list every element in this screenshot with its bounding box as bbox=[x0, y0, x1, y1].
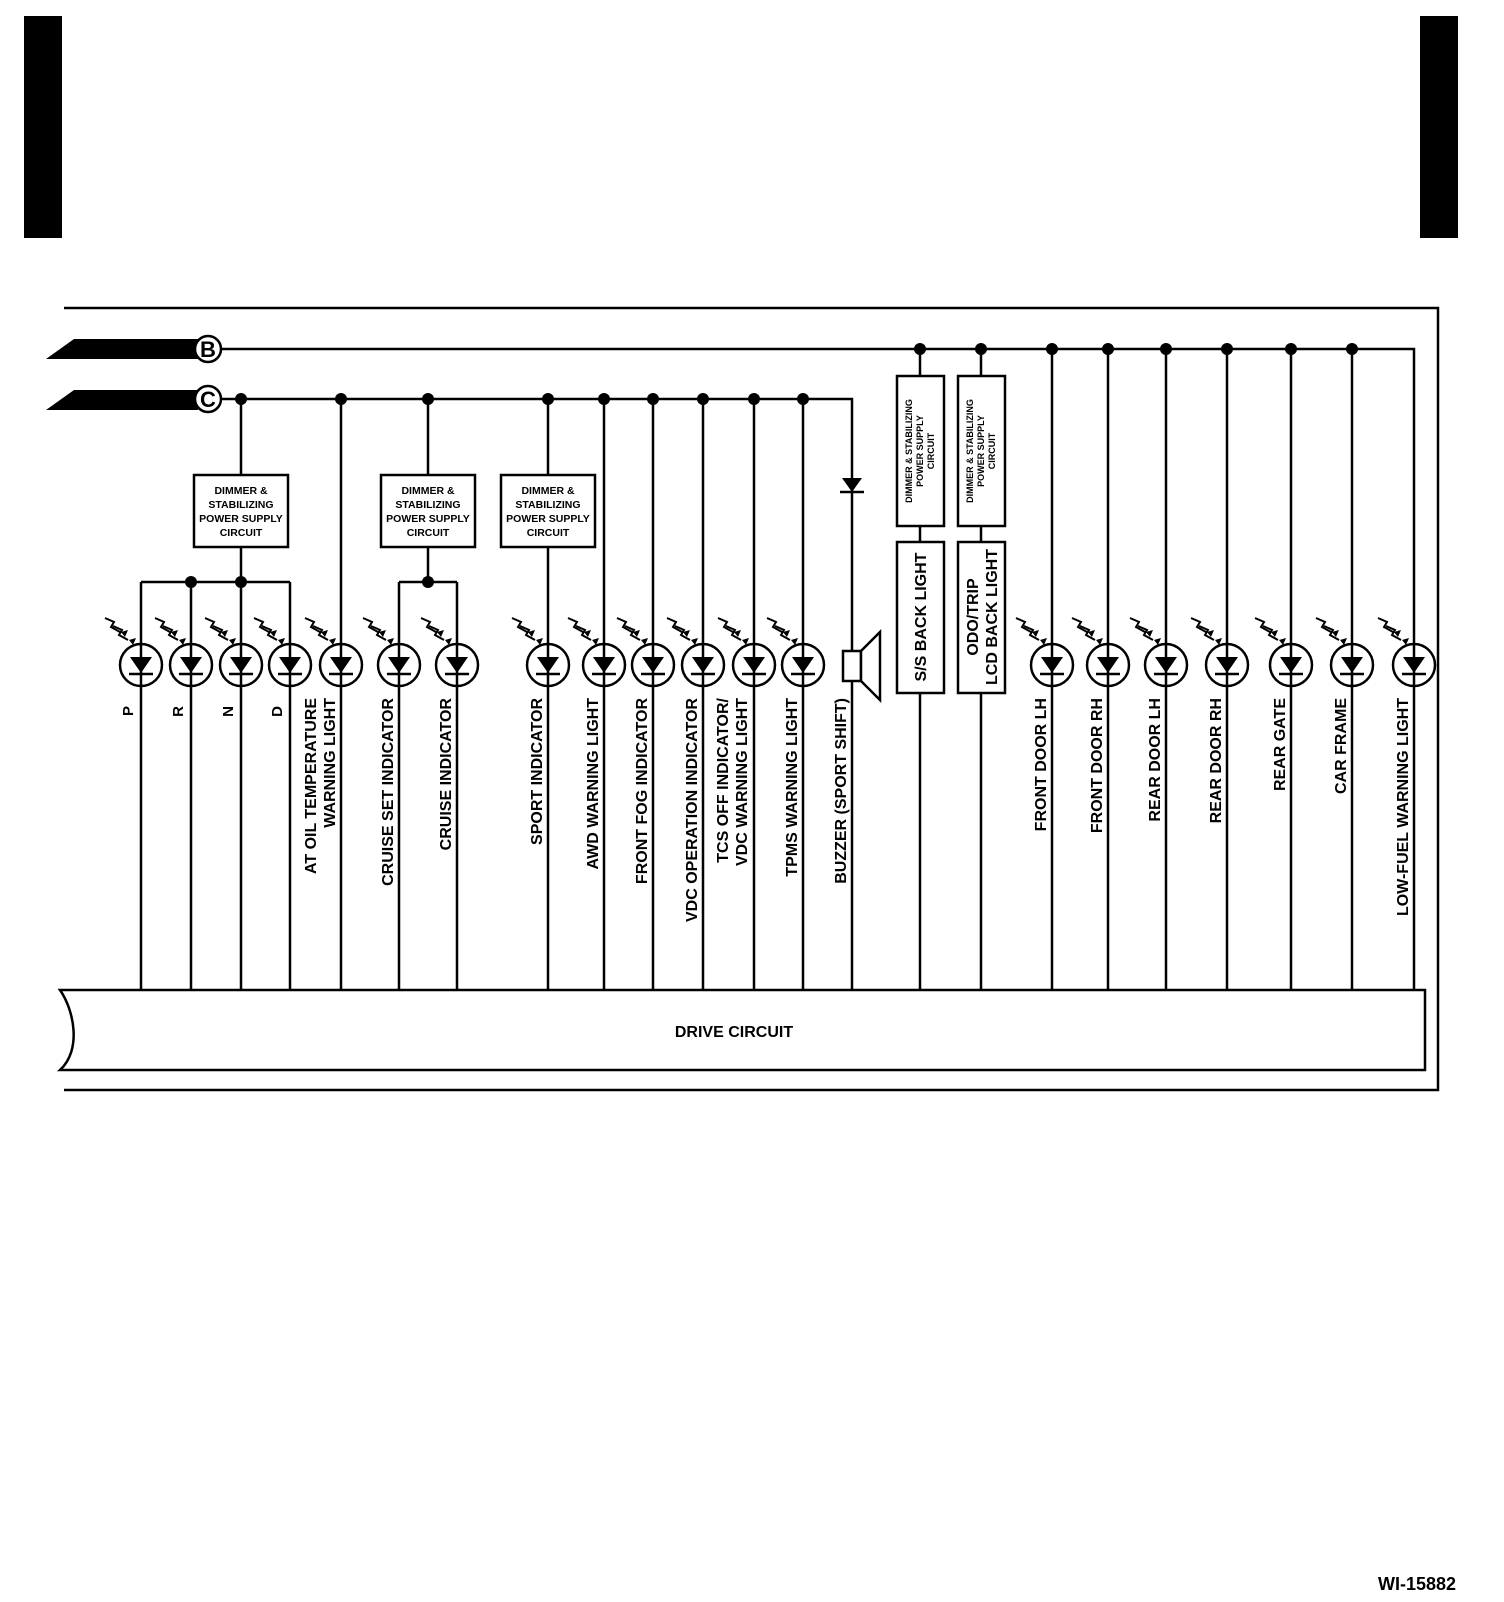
junction-dots bbox=[185, 343, 1358, 588]
dimmer-box-vertical-1: DIMMER & STABILIZING POWER SUPPLY CIRCUI… bbox=[895, 374, 946, 528]
dimmer-box-vertical-2: DIMMER & STABILIZING POWER SUPPLY CIRCUI… bbox=[956, 374, 1007, 528]
led-icon bbox=[1015, 617, 1075, 688]
dimmer-box-1: DIMMER & STABILIZING POWER SUPPLY CIRCUI… bbox=[192, 473, 290, 549]
connector-b-letter: B bbox=[200, 337, 216, 362]
dimmer-line: DIMMER & STABILIZING bbox=[904, 399, 914, 503]
led-group bbox=[104, 617, 1437, 688]
led-icon bbox=[1190, 617, 1250, 688]
meter-outline bbox=[64, 306, 1440, 1092]
dimmer-line: DIMMER & bbox=[214, 485, 267, 497]
front-door-rh-label: FRONT DOOR RH bbox=[1089, 698, 1106, 833]
dimmer-line: CIRCUIT bbox=[527, 527, 570, 539]
tcs-label: TCS OFF INDICATOR/ bbox=[715, 697, 732, 862]
led-icon bbox=[154, 617, 214, 688]
dimmer-line: CIRCUIT bbox=[987, 432, 997, 469]
dimmer-box-2: DIMMER & STABILIZING POWER SUPPLY CIRCUI… bbox=[379, 473, 477, 549]
lcd-back-light-label: LCD BACK LIGHT bbox=[984, 549, 1001, 685]
led-icon bbox=[511, 617, 571, 688]
awd-label: AWD WARNING LIGHT bbox=[585, 698, 602, 870]
drive-circuit-box: DRIVE CIRCUIT bbox=[56, 988, 1427, 1072]
dimmer-line: STABILIZING bbox=[395, 499, 460, 511]
figure-id: WI-15882 bbox=[1378, 1574, 1456, 1594]
dimmer-line: CIRCUIT bbox=[220, 527, 263, 539]
dimmer-line: DIMMER & bbox=[401, 485, 454, 497]
connector-meter-03-c: METER-03 C bbox=[46, 384, 223, 414]
led-icon bbox=[567, 617, 627, 688]
left-page-tab: C/M(NM)-04 bbox=[24, 16, 62, 238]
cruise-label: CRUISE INDICATOR bbox=[438, 698, 455, 851]
diode-icon bbox=[840, 478, 864, 494]
led-icon bbox=[1315, 617, 1375, 688]
led-icon bbox=[666, 617, 726, 688]
led-icon bbox=[1071, 617, 1131, 688]
dimmer-line: STABILIZING bbox=[208, 499, 273, 511]
led-icon bbox=[253, 617, 313, 688]
led-icon bbox=[1377, 617, 1437, 688]
gear-label-r: R bbox=[170, 706, 187, 717]
buzzer-speaker-icon bbox=[841, 628, 882, 704]
dimmer-line: POWER SUPPLY bbox=[386, 513, 470, 525]
drive-circuit-label: DRIVE CIRCUIT bbox=[675, 1024, 793, 1041]
dimmer-line: POWER SUPPLY bbox=[506, 513, 590, 525]
gear-label-n: N bbox=[220, 706, 237, 717]
dimmer-line: STABILIZING bbox=[515, 499, 580, 511]
led-icon bbox=[717, 617, 777, 688]
rear-gate-label: REAR GATE bbox=[1272, 698, 1289, 791]
at-oil-label: AT OIL TEMPERATURE bbox=[303, 698, 320, 874]
left-tab-text: C/M(NM)-04 bbox=[26, 44, 59, 209]
led-icon bbox=[616, 617, 676, 688]
led-icon bbox=[204, 617, 264, 688]
connector-c-letter: C bbox=[200, 387, 216, 412]
led-icon bbox=[104, 617, 164, 688]
connector-c-name: METER-03 bbox=[98, 393, 177, 410]
rear-door-rh-label: REAR DOOR RH bbox=[1208, 698, 1225, 823]
led-icon bbox=[766, 617, 826, 688]
connector-meter-03-b: METER-03 B bbox=[46, 334, 223, 364]
at-oil-label-2: WARNING LIGHT bbox=[322, 698, 339, 828]
connector-b-name: METER-03 bbox=[98, 342, 177, 359]
led-icon bbox=[362, 617, 422, 688]
tpms-label: TPMS WARNING LIGHT bbox=[784, 698, 801, 877]
led-icon bbox=[304, 617, 364, 688]
odo-trip-back-light-box: ODO/TRIP LCD BACK LIGHT bbox=[956, 540, 1007, 695]
dimmer-line: POWER SUPPLY bbox=[976, 415, 986, 487]
dimmer-line: DIMMER & STABILIZING bbox=[965, 399, 975, 503]
dimmer-line: POWER SUPPLY bbox=[915, 415, 925, 487]
gear-label-p: P bbox=[120, 706, 137, 716]
right-page-tab: C/M(NM)-04 bbox=[1420, 16, 1458, 238]
vdc-label: VDC OPERATION INDICATOR bbox=[684, 698, 701, 922]
right-tab-text: C/M(NM)-04 bbox=[1422, 44, 1455, 209]
low-fuel-label: LOW-FUEL WARNING LIGHT bbox=[1395, 698, 1412, 916]
led-icon bbox=[420, 617, 480, 688]
ss-back-light-label: S/S BACK LIGHT bbox=[913, 552, 930, 681]
cruise-set-label: CRUISE SET INDICATOR bbox=[380, 698, 397, 886]
tcs-label-2: VDC WARNING LIGHT bbox=[734, 698, 751, 866]
dimmer-line: POWER SUPPLY bbox=[199, 513, 283, 525]
odo-trip-label: ODO/TRIP bbox=[965, 578, 982, 656]
buzzer-label: BUZZER (SPORT SHIFT) bbox=[833, 698, 850, 884]
rear-door-lh-label: REAR DOOR LH bbox=[1147, 698, 1164, 822]
dimmer-line: CIRCUIT bbox=[407, 527, 450, 539]
car-frame-label: CAR FRAME bbox=[1333, 698, 1350, 794]
dimmer-line: CIRCUIT bbox=[926, 432, 936, 469]
led-icon bbox=[1129, 617, 1189, 688]
front-door-lh-label: FRONT DOOR LH bbox=[1033, 698, 1050, 831]
ss-back-light-box: S/S BACK LIGHT bbox=[895, 540, 946, 695]
front-fog-label: FRONT FOG INDICATOR bbox=[634, 698, 651, 885]
gear-label-d: D bbox=[269, 706, 286, 717]
dimmer-box-3: DIMMER & STABILIZING POWER SUPPLY CIRCUI… bbox=[499, 473, 597, 549]
led-icon bbox=[1254, 617, 1314, 688]
sport-label: SPORT INDICATOR bbox=[529, 698, 546, 845]
dimmer-line: DIMMER & bbox=[521, 485, 574, 497]
